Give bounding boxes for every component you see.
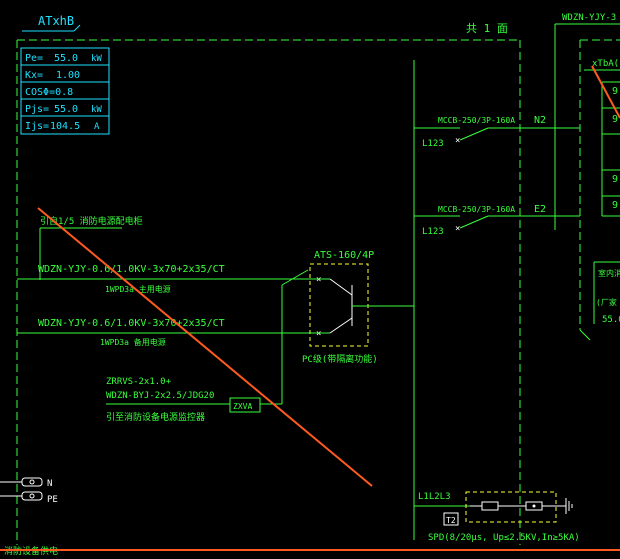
strike-line-main <box>37 207 373 487</box>
param-pjs-unit: kW <box>91 105 102 115</box>
cable-backup-tag: 1WPD3a 备用电源 <box>100 337 166 347</box>
ats-switch-blade <box>329 317 353 334</box>
right-panel-name: xTbA( <box>592 59 619 69</box>
breaker-2-label: MCCB-250/3P-160A <box>438 205 515 214</box>
spd-fuse <box>481 501 499 511</box>
pe-label: PE <box>47 495 58 505</box>
breaker-1-blade <box>459 127 489 141</box>
right-panel-tick <box>579 329 591 341</box>
breaker-2-blade <box>459 215 489 229</box>
param-pe-label: Pe= <box>25 53 43 64</box>
n-terminal-dot <box>29 479 35 485</box>
pe-terminal-dot <box>29 493 35 499</box>
right-cell-digit: 9 <box>612 86 618 97</box>
n-pe-terminals: N PE <box>0 477 58 505</box>
n-label: N <box>47 479 52 489</box>
spd-class-box <box>443 512 459 526</box>
param-table: Pe= 55.0 kW Kx= 1.00 COSΦ=0.8 Pjs= 55.0 … <box>20 47 110 135</box>
ats-contact-x: × <box>316 275 321 285</box>
cable-backup-label: WDZN-YJY-0.6/1.0KV-3x70+2x35/CT <box>38 318 225 329</box>
param-ijs-value: 104.5 <box>50 121 80 132</box>
monitor-riser-tick <box>281 269 309 286</box>
feeder-1-circuit: N2 <box>534 115 546 126</box>
breaker-1-label: MCCB-250/3P-160A <box>438 116 515 125</box>
monitor-line1: ZRRVS-2x1.0+ <box>106 377 172 387</box>
monitor-box-label: ZXVA <box>233 402 252 411</box>
ats-contact-x: × <box>316 329 321 339</box>
param-pe-value: 55.0 <box>54 53 78 64</box>
panel-name-tick <box>73 24 81 32</box>
breaker-1-x: × <box>455 136 460 146</box>
spd-enclosure <box>465 491 557 523</box>
right-note-1: 室内消火 <box>598 268 620 278</box>
right-cable-label: WDZN-YJY-3 <box>562 13 616 23</box>
sheet-label: 共 1 面 <box>466 22 508 35</box>
right-cell-digit: 9 <box>612 174 618 185</box>
param-kx-value: 1.00 <box>56 70 80 81</box>
param-pe-unit: kW <box>91 54 102 64</box>
n-terminal <box>21 477 43 487</box>
right-panel-cells: 9 9 9 9 <box>601 81 620 217</box>
breaker-2-x: × <box>455 224 460 234</box>
param-pjs-value: 55.0 <box>54 104 78 115</box>
param-kx-label: Kx= <box>25 70 43 81</box>
panel-name: ATxhB <box>38 14 74 28</box>
monitor-line2: WDZN-BYJ-2x2.5/JDG20 <box>106 391 214 401</box>
cable-main-label: WDZN-YJY-0.6/1.0KV-3x70+2x35/CT <box>38 264 225 275</box>
pe-terminal <box>21 491 43 501</box>
ats-label: ATS-160/4P <box>314 250 374 261</box>
param-ijs-unit: A <box>94 122 100 132</box>
param-cos-label: COSΦ=0.8 <box>25 87 73 98</box>
param-table-frame <box>20 47 110 135</box>
monitor-target: 引至消防设备电源监控器 <box>106 411 205 423</box>
ats-switch-blade <box>329 278 353 296</box>
cable-main-tag: 1WPD3a 主用电源 <box>105 284 171 294</box>
right-cell-digit: 9 <box>612 200 618 211</box>
spd-device-dot <box>532 504 536 508</box>
feeder-2-circuit: E2 <box>534 204 546 215</box>
right-cell-digit: 9 <box>612 114 618 125</box>
right-note-2: (厂家 <box>596 297 617 307</box>
ats-caption: PC级(带隔离功能) <box>302 353 378 365</box>
source-label: 引自1/5 消防电源配电柜 <box>40 215 143 227</box>
bus-label: L1L2L3 <box>418 492 451 502</box>
param-pjs-label: Pjs= <box>25 104 49 115</box>
spd-class-label: T2 <box>446 516 456 525</box>
ats-box <box>309 263 369 347</box>
right-note-3: 55.0 <box>602 315 620 325</box>
feeder-1-phases: L123 <box>422 139 444 149</box>
monitor-box <box>229 397 261 413</box>
spd-spec: SPD(8/20μs, Up≤2.5KV,In≥5KA) <box>428 533 580 543</box>
feeder-2-phases: L123 <box>422 227 444 237</box>
param-ijs-label: Ijs= <box>25 121 49 132</box>
strike-line-right <box>591 65 620 119</box>
